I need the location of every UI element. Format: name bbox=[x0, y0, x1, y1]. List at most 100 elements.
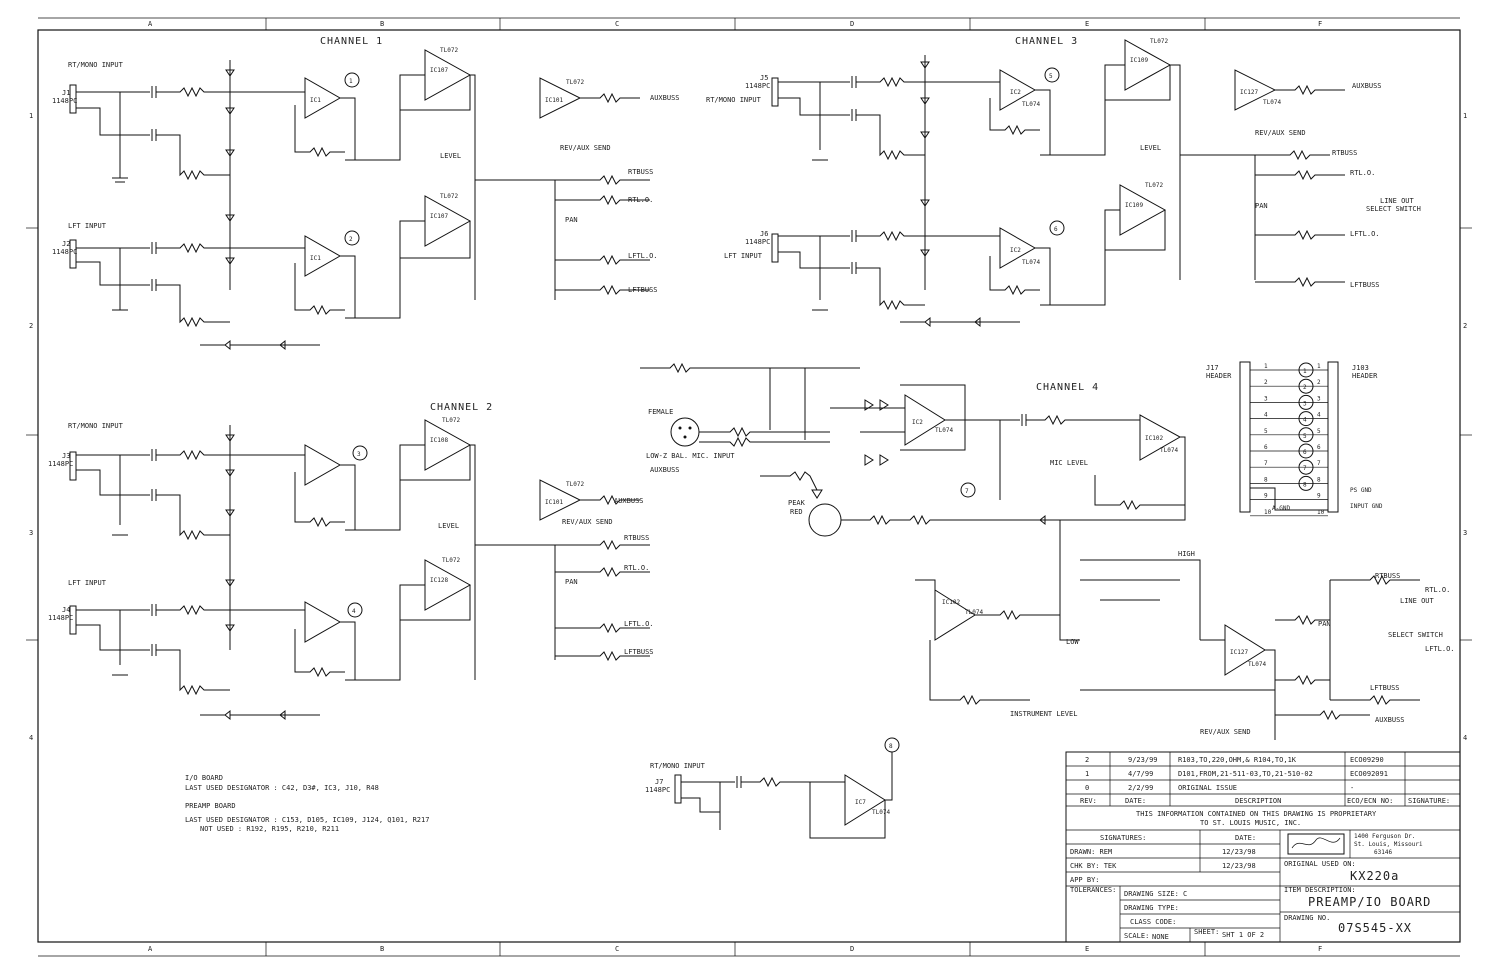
ch1-level-label: LEVEL bbox=[440, 152, 461, 160]
j17-pin-4: 4 bbox=[1264, 412, 1268, 419]
ch4-tl074-d: TL074 bbox=[965, 609, 983, 616]
j103-pin-10: 10 bbox=[1317, 509, 1325, 516]
address-line-2: St. Louis, Missouri bbox=[1354, 841, 1423, 848]
ch4-rtlo-out: RTL.O. bbox=[1425, 586, 1450, 594]
ch4-mic-level-label: MIC LEVEL bbox=[1050, 459, 1088, 467]
header-node-label-4: 4 bbox=[1303, 417, 1307, 424]
j17-pin-7: 7 bbox=[1264, 460, 1268, 467]
jack-j3-body bbox=[69, 451, 77, 481]
ch3-rtlo-out: RTL.O. bbox=[1350, 169, 1375, 177]
ch3-ic127-ref: IC127 bbox=[1240, 89, 1258, 96]
zone-row-4-left: 4 bbox=[29, 734, 33, 742]
jack-j1-body bbox=[69, 84, 77, 114]
header-a-gnd: A-GND bbox=[1272, 505, 1290, 512]
ch1-tl272-label: TL072 bbox=[566, 79, 584, 86]
j17-name: HEADER bbox=[1206, 372, 1232, 380]
channel-2-title: CHANNEL 2 bbox=[430, 402, 493, 413]
j103-pin-7: 7 bbox=[1317, 460, 1321, 467]
ch3-ic109b-opamp bbox=[1119, 184, 1167, 236]
ch2-j4-ref: J4 bbox=[62, 606, 70, 614]
sheet-label: SHEET: bbox=[1194, 928, 1219, 936]
aux-input-block: RT/MONO INPUT J7 1148PC IC7 TL074 bbox=[645, 752, 893, 839]
ch3-ic2a-ref: IC2 bbox=[1010, 89, 1021, 96]
channel-1-block: CHANNEL 1 RT/MONO INPUT LFT INPUT J1 114… bbox=[52, 36, 680, 351]
header-node-3 bbox=[1298, 394, 1314, 410]
ch1-ic107-ref: IC107 bbox=[430, 67, 448, 74]
rev-header-rev: REV: bbox=[1080, 797, 1097, 805]
ch4-mic-input-label: LOW-Z BAL. MIC. INPUT bbox=[646, 452, 735, 460]
aux-ic7-opamp bbox=[844, 774, 886, 826]
ch2-rev-aux-send-label: REV/AUX SEND bbox=[562, 518, 613, 526]
ch2-ic101-opamp bbox=[539, 479, 582, 521]
sheet-value: SHT 1 OF 2 bbox=[1222, 931, 1264, 939]
channel-4-block: CHANNEL 4 FEMALE LOW-Z BAL. MIC. INPUT A… bbox=[640, 362, 1455, 753]
rev2-number: 2 bbox=[1085, 756, 1089, 764]
ch4-rev-aux-send-label: REV/AUX SEND bbox=[1200, 728, 1251, 736]
channel-1-title: CHANNEL 1 bbox=[320, 36, 383, 47]
address-line-3: 63146 bbox=[1374, 849, 1392, 856]
rev1-desc: D101,FROM,21-511-03,TO,21-510-02 bbox=[1178, 770, 1313, 778]
ch4-ic102-ref: IC102 bbox=[1145, 435, 1163, 442]
ch4-instrument-level-label: INSTRUMENT LEVEL bbox=[1010, 710, 1077, 718]
ch1-ic107b-opamp bbox=[424, 195, 472, 247]
ch1-node-1 bbox=[344, 72, 360, 88]
ch3-node-5-label: 5 bbox=[1049, 73, 1053, 80]
j103-pin-9: 9 bbox=[1317, 493, 1321, 500]
note-preamp-title: PREAMP BOARD bbox=[185, 802, 236, 810]
scale-value: NONE bbox=[1152, 933, 1169, 941]
ch4-peak-label: PEAK bbox=[788, 499, 806, 507]
ch1-rt-mono-input-label: RT/MONO INPUT bbox=[68, 61, 124, 69]
channel-4-title: CHANNEL 4 bbox=[1036, 382, 1099, 393]
ch1-ic1-opamp-a bbox=[304, 77, 342, 119]
ch4-ic2-opamp bbox=[904, 394, 946, 446]
drawing-number: 07S545-XX bbox=[1338, 921, 1412, 935]
ch4-q101-transistor bbox=[808, 503, 842, 537]
rev-header-date: DATE: bbox=[1125, 797, 1146, 805]
checked-by: CHK BY: TEK bbox=[1070, 862, 1117, 870]
ch3-rev-aux-send-label: REV/AUX SEND bbox=[1255, 129, 1306, 137]
ch4-auxbuss-label: AUXBUSS bbox=[650, 466, 680, 474]
j103-pin-3: 3 bbox=[1317, 395, 1321, 402]
j103-ref: J103 bbox=[1352, 364, 1369, 372]
ch1-node-2-label: 2 bbox=[349, 236, 353, 243]
ch1-rev-aux-send-label: REV/AUX SEND bbox=[560, 144, 611, 152]
ch4-ic127-opamp bbox=[1224, 624, 1266, 676]
note-io-title: I/O BOARD bbox=[185, 774, 223, 782]
original-used-on-label: ORIGINAL USED ON: bbox=[1284, 860, 1356, 868]
ch4-auxbuss-out: AUXBUSS bbox=[1375, 716, 1405, 724]
company-logo bbox=[1287, 833, 1345, 855]
ch2-j4-part: 1148PC bbox=[48, 614, 73, 622]
header-node-label-7: 7 bbox=[1303, 465, 1307, 472]
ch1-lftlo-out: LFTL.O. bbox=[628, 252, 658, 260]
zone-col-a-top: A bbox=[148, 20, 153, 28]
ch2-ic108-ref: IC108 bbox=[430, 437, 448, 444]
ch2-node-4-label: 4 bbox=[352, 608, 356, 615]
ch3-ic109-ref: IC109 bbox=[1130, 57, 1148, 64]
header-node-2 bbox=[1298, 378, 1314, 394]
zone-col-a-bottom: A bbox=[148, 945, 153, 953]
j17-pin-2: 2 bbox=[1264, 379, 1268, 386]
ch1-node-1-label: 1 bbox=[349, 78, 353, 85]
ch3-level-label: LEVEL bbox=[1140, 144, 1161, 152]
ch1-ic101-ref: IC101 bbox=[545, 97, 563, 104]
rev1-number: 1 bbox=[1085, 770, 1089, 778]
zone-row-3-left: 3 bbox=[29, 529, 33, 537]
title-block: 2 9/23/99 R103,TO,220,OHM,& R104,TO,1K E… bbox=[1065, 751, 1461, 943]
zone-col-b-top: B bbox=[380, 20, 384, 28]
company-logo-script bbox=[1291, 837, 1341, 849]
zone-col-f-top: F bbox=[1318, 20, 1322, 28]
ch1-rtbuss-out: RTBUSS bbox=[628, 168, 653, 176]
zone-row-3-right: 3 bbox=[1463, 529, 1467, 537]
channel-3-block: CHANNEL 3 RT/MONO INPUT LFT INPUT J5 114… bbox=[706, 36, 1421, 328]
rev2-desc: R103,TO,220,OHM,& R104,TO,1K bbox=[1178, 756, 1297, 764]
j17-pin-8: 8 bbox=[1264, 476, 1268, 483]
ch4-tl074-a: TL074 bbox=[935, 427, 953, 434]
border-frame: A B C D E F A B C D E F 1 2 3 4 1 2 3 4 bbox=[26, 17, 1472, 957]
jack-j7-body bbox=[674, 774, 682, 804]
zone-col-b-bottom: B bbox=[380, 945, 384, 953]
ch1-j2-ref: J2 bbox=[62, 240, 70, 248]
ch1-tl072-a: TL072 bbox=[440, 47, 458, 54]
ch3-pan-label: PAN bbox=[1255, 202, 1268, 210]
ch2-lftbuss-out: LFTBUSS bbox=[624, 648, 654, 656]
